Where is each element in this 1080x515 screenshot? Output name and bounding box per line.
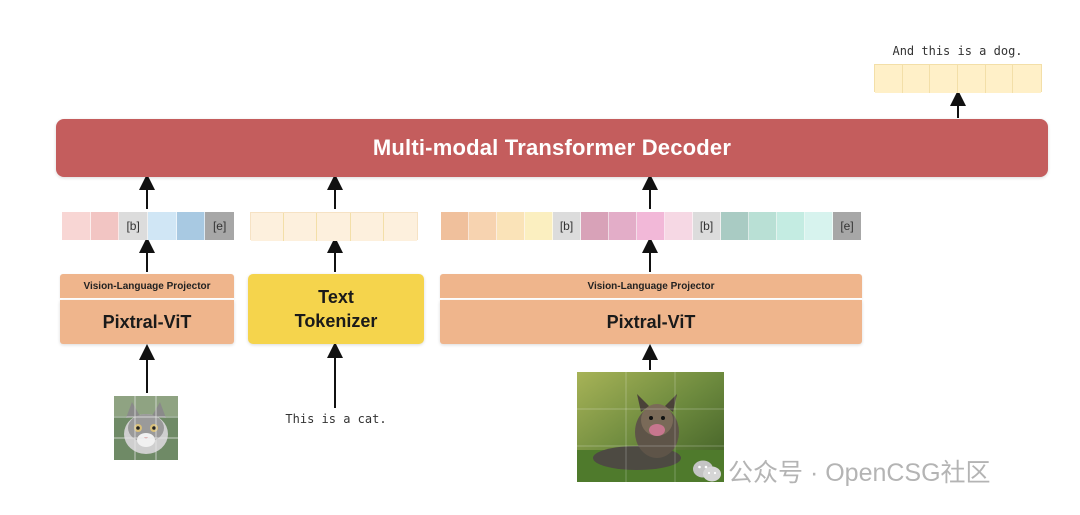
output-text: And this is a dog. — [870, 44, 1045, 58]
output-token-0 — [875, 65, 903, 93]
watermark: 公众号 · OpenCSG社区 — [692, 454, 1052, 488]
right-image-token-10 — [721, 212, 749, 240]
text-token-0 — [251, 213, 284, 241]
right-image-token-5 — [581, 212, 609, 240]
output-token-3 — [958, 65, 986, 93]
text-token-4 — [384, 213, 417, 241]
right-image-token-0 — [441, 212, 469, 240]
right-image-token-8 — [665, 212, 693, 240]
right-image-token-13 — [805, 212, 833, 240]
left-image-token-0 — [62, 212, 91, 240]
tokenizer-line1: Text — [318, 285, 354, 309]
text-tokenizer: Text Tokenizer — [248, 274, 424, 344]
right-image-token-row: [b] [b] [e] — [441, 212, 861, 240]
output-token-1 — [903, 65, 931, 93]
right-image-token-12 — [777, 212, 805, 240]
wechat-icon — [692, 458, 722, 484]
left-vision-language-projector: Vision-Language Projector — [60, 274, 234, 298]
left-image-token-row: [b] [e] — [62, 212, 234, 240]
right-image-token-1 — [469, 212, 497, 240]
transformer-decoder: Multi-modal Transformer Decoder — [56, 119, 1048, 177]
cat-image — [114, 396, 178, 460]
tokenizer-line2: Tokenizer — [295, 309, 378, 333]
output-token-4 — [986, 65, 1014, 93]
right-vision-language-projector: Vision-Language Projector — [440, 274, 862, 298]
left-image-token-4 — [177, 212, 206, 240]
input-text: This is a cat. — [250, 412, 422, 426]
right-vision-encoder: Vision-Language Projector Pixtral-ViT — [440, 274, 862, 344]
right-image-token-14: [e] — [833, 212, 861, 240]
left-image-token-5: [e] — [205, 212, 234, 240]
right-image-token-4: [b] — [553, 212, 581, 240]
right-image-token-2 — [497, 212, 525, 240]
right-image-token-3 — [525, 212, 553, 240]
left-image-token-1 — [91, 212, 120, 240]
right-image-token-6 — [609, 212, 637, 240]
text-token-3 — [351, 213, 384, 241]
left-image-token-3 — [148, 212, 177, 240]
right-image-token-9: [b] — [693, 212, 721, 240]
watermark-text: 公众号 · OpenCSG社区 — [728, 453, 991, 489]
right-image-token-7 — [637, 212, 665, 240]
output-token-row — [874, 64, 1042, 92]
left-pixtral-vit: Pixtral-ViT — [60, 300, 234, 344]
output-token-5 — [1013, 65, 1041, 93]
right-image-token-11 — [749, 212, 777, 240]
left-image-token-2: [b] — [119, 212, 148, 240]
text-token-1 — [284, 213, 317, 241]
text-token-2 — [317, 213, 350, 241]
decoder-label: Multi-modal Transformer Decoder — [373, 135, 731, 161]
left-vision-encoder: Vision-Language Projector Pixtral-ViT — [60, 274, 234, 344]
right-pixtral-vit: Pixtral-ViT — [440, 300, 862, 344]
text-token-row — [250, 212, 418, 240]
output-token-2 — [930, 65, 958, 93]
